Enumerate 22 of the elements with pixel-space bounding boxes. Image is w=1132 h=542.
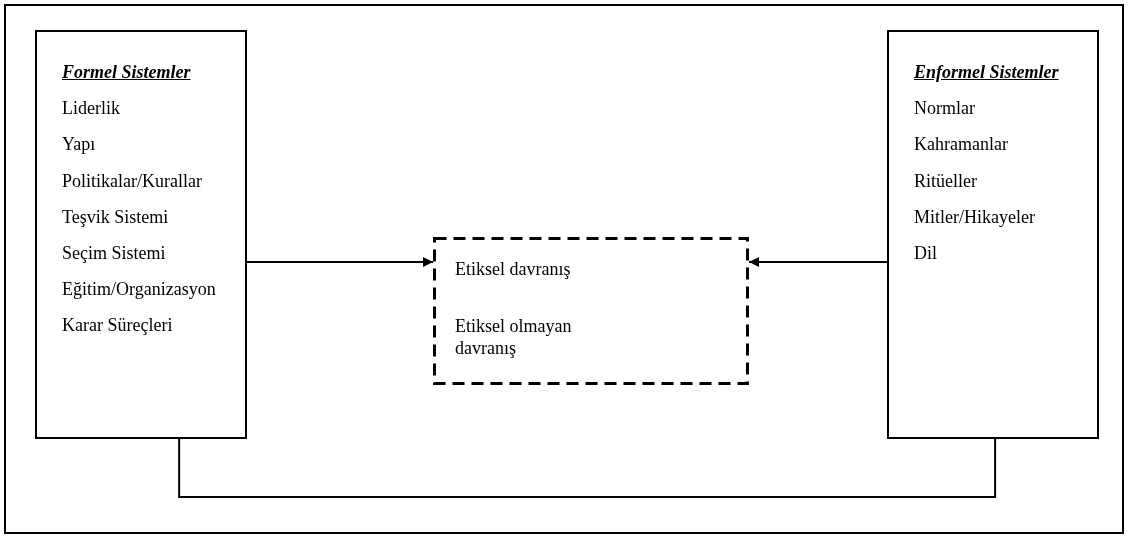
behavior-box — [433, 237, 749, 385]
box-text: Etiksel olmayan davranış — [455, 315, 573, 359]
arrow — [246, 257, 434, 267]
list-item: Mitler/Hikayeler — [914, 205, 1035, 228]
list-item: Yapı — [62, 133, 96, 156]
box-heading: Enformel Sistemler — [914, 61, 1059, 83]
system-list-box — [35, 30, 247, 439]
list-item: Teşvik Sistemi — [62, 205, 169, 228]
box-heading: Formel Sistemler — [62, 61, 191, 83]
box-text: Etiksel davranış — [455, 258, 571, 280]
list-item: Politikalar/Kurallar — [62, 169, 202, 192]
list-item: Ritüeller — [914, 169, 977, 192]
arrow — [748, 257, 888, 267]
list-item: Dil — [914, 242, 937, 264]
list-item: Eğitim/Organizasyon — [62, 278, 216, 301]
list-item: Karar Süreçleri — [62, 314, 173, 337]
list-item: Kahramanlar — [914, 133, 1008, 156]
list-item: Normlar — [914, 97, 975, 120]
list-item: Liderlik — [62, 97, 120, 120]
list-item: Seçim Sistemi — [62, 242, 166, 264]
connector-line — [178, 438, 997, 498]
system-list-box — [887, 30, 1099, 439]
